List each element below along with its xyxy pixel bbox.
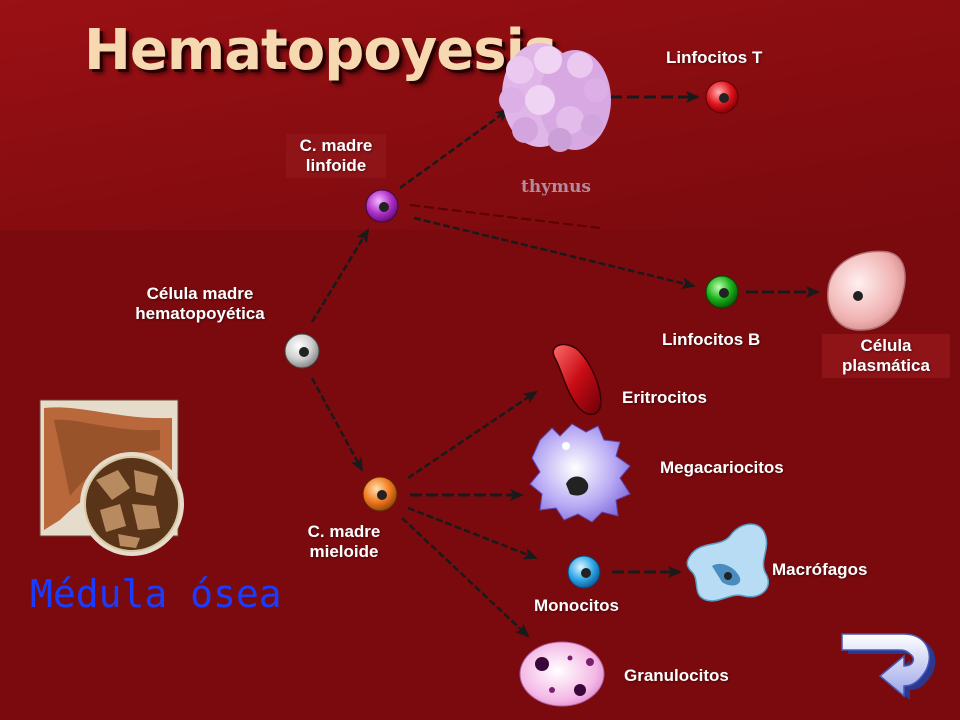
arrow-lymphoid-to-thymus bbox=[399, 108, 510, 190]
plasma-cell bbox=[827, 250, 906, 331]
macrophage bbox=[686, 523, 769, 602]
label-b-cells: Linfocitos B bbox=[662, 330, 761, 349]
bone-marrow-image bbox=[39, 399, 184, 556]
label-macrophages: Macrófagos bbox=[772, 560, 868, 579]
thymus-shadow bbox=[409, 204, 601, 229]
hsc-cell bbox=[284, 333, 320, 369]
slide-title: Hematopoyesis bbox=[84, 18, 557, 83]
label-hsc: Célula madre hematopoyética bbox=[135, 284, 265, 323]
label-erythrocytes: Eritrocitos bbox=[622, 388, 708, 407]
arrow-lymphoid-to-bcell bbox=[413, 216, 696, 289]
lymphoid-stem-cell bbox=[365, 189, 399, 223]
erythrocyte bbox=[552, 343, 602, 416]
bone-marrow-label: Médula ósea bbox=[30, 572, 282, 616]
thymus-image bbox=[499, 43, 611, 152]
return-arrow-icon bbox=[841, 633, 936, 700]
slide-header-gradient bbox=[0, 0, 960, 230]
arrow-myeloid-to-granulocyte bbox=[401, 517, 530, 638]
b-cell bbox=[705, 275, 739, 309]
label-myeloid-stem: C. madre mieloide bbox=[307, 522, 381, 561]
arrow-myeloid-to-erythrocyte bbox=[407, 390, 538, 480]
label-t-cells: Linfocitos T bbox=[666, 48, 763, 67]
label-monocytes: Monocitos bbox=[534, 596, 619, 615]
t-cell bbox=[705, 80, 739, 114]
granulocyte bbox=[519, 641, 605, 707]
arrow-hsc-to-myeloid bbox=[310, 377, 364, 472]
label-megakaryocytes: Megacariocitos bbox=[660, 458, 784, 477]
label-lymphoid-stem: C. madre linfoide bbox=[286, 134, 386, 178]
megakaryocyte bbox=[529, 423, 631, 523]
return-button[interactable] bbox=[832, 620, 942, 700]
label-plasma-cell: Célula plasmática bbox=[822, 334, 950, 378]
myeloid-stem-cell bbox=[362, 476, 398, 512]
arrow-hsc-to-lymphoid bbox=[310, 228, 370, 323]
arrow-myeloid-to-monocyte bbox=[407, 506, 538, 560]
label-granulocytes: Granulocitos bbox=[624, 666, 729, 685]
thymus-label: thymus bbox=[521, 177, 591, 197]
monocyte bbox=[567, 555, 601, 589]
arrows bbox=[310, 91, 820, 638]
